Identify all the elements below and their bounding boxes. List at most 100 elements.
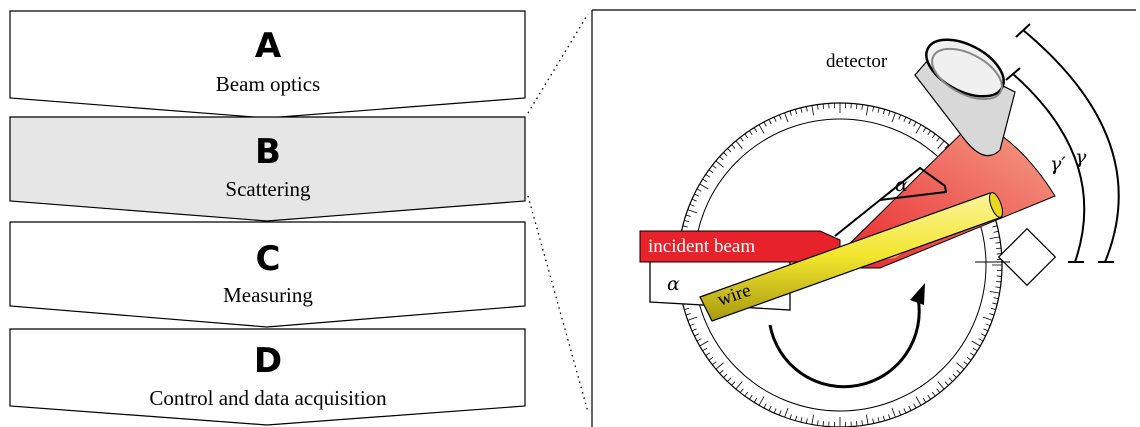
scale-tick	[811, 105, 814, 116]
rotation-arrow-head-icon	[910, 283, 925, 305]
scale-tick	[696, 188, 702, 192]
scale-tick	[963, 361, 968, 366]
scale-tick	[996, 247, 1002, 249]
scale-tick	[684, 307, 690, 311]
scale-tick	[856, 421, 858, 427]
scale-tick	[712, 164, 717, 169]
scale-tick	[753, 127, 758, 133]
scale-tick	[712, 361, 717, 366]
step-c: C Measuring	[9, 221, 526, 328]
scale-tick	[702, 347, 708, 352]
scale-tick	[778, 410, 782, 416]
scale-tick	[944, 144, 949, 149]
scale-tick	[936, 388, 941, 393]
scale-tick	[817, 420, 819, 426]
scale-tick	[685, 313, 691, 316]
scale-tick	[822, 421, 824, 427]
scale-tick	[989, 291, 1000, 294]
scale-tick	[877, 417, 880, 423]
scale-tick	[694, 193, 700, 197]
scale-tick	[995, 286, 1001, 288]
scale-tick	[898, 410, 902, 416]
scale-tick	[944, 381, 949, 386]
scale-tick	[891, 112, 896, 123]
step-c-box	[9, 221, 526, 328]
scale-tick	[689, 323, 695, 327]
scale-tick	[694, 333, 700, 337]
scale-tick	[691, 328, 697, 332]
scale-tick	[982, 316, 993, 321]
scale-tick	[773, 408, 777, 414]
step-d: D Control and data acquisition	[9, 328, 526, 426]
scale-tick	[996, 281, 1002, 283]
scale-tick	[800, 107, 803, 113]
scale-tick	[723, 152, 728, 157]
scale-tick	[727, 377, 732, 382]
scale-tick	[753, 397, 758, 403]
scale-tick	[936, 137, 941, 142]
scale-tick	[723, 373, 728, 378]
scale-tick	[861, 420, 863, 426]
step-c-letter: C	[256, 239, 281, 279]
scale-tick	[856, 103, 858, 109]
gamma-prime-arc-end-top	[1005, 67, 1021, 81]
scale-tick	[778, 114, 782, 120]
scale-tick	[908, 119, 912, 125]
scale-tick	[715, 362, 724, 370]
scale-tick	[744, 391, 749, 397]
gamma-arc-end-top	[1015, 23, 1031, 38]
scale-tick	[992, 302, 998, 305]
scale-tick	[735, 381, 743, 390]
scale-tick	[927, 130, 931, 136]
scale-tick	[866, 414, 869, 425]
scale-tick	[763, 121, 767, 127]
scale-tick	[966, 356, 972, 361]
beam-stop-square	[997, 227, 1057, 287]
step-a-label: Beam optics	[216, 72, 320, 96]
scale-tick	[898, 114, 902, 120]
alpha-cone-symbol: α	[895, 174, 908, 196]
detector-face-inner	[931, 47, 1003, 101]
scale-tick	[719, 156, 724, 161]
scale-tick	[727, 148, 732, 153]
step-a-box	[9, 10, 526, 119]
scale-tick	[978, 338, 984, 342]
scale-tick	[956, 369, 961, 374]
scale-tick	[888, 414, 891, 420]
scale-tick	[922, 397, 927, 403]
scale-tick	[699, 340, 709, 347]
scale-tick	[684, 219, 690, 223]
scale-tick	[739, 388, 744, 393]
scale-tick	[800, 417, 803, 423]
zoom-line-top	[527, 13, 589, 114]
detector-label: detector	[826, 51, 888, 72]
scale-tick	[872, 418, 875, 424]
scale-tick	[731, 381, 736, 386]
scale-tick	[689, 203, 695, 207]
scale-tick	[811, 414, 814, 425]
scale-tick	[715, 160, 724, 168]
scale-tick	[691, 198, 697, 202]
scale-tick	[888, 110, 891, 116]
scale-tick	[696, 338, 702, 342]
scale-tick	[882, 109, 886, 115]
step-a-letter: A	[255, 26, 282, 66]
scale-tick	[685, 214, 691, 217]
step-b-label: Scattering	[225, 177, 311, 201]
scale-tick	[993, 297, 999, 300]
scale-tick	[971, 340, 981, 347]
scale-tick	[952, 373, 957, 378]
scale-tick	[794, 109, 798, 115]
scale-tick	[768, 119, 772, 125]
scattering-diagram: α incident beam α wire detector	[591, 9, 1136, 427]
scale-tick	[822, 103, 824, 109]
scale-tick	[937, 140, 945, 149]
gamma-prime-arc	[1012, 73, 1086, 263]
scale-tick	[980, 333, 986, 337]
scale-tick	[744, 133, 749, 139]
scale-tick	[903, 116, 907, 122]
scale-tick	[687, 209, 698, 214]
scale-tick	[768, 405, 772, 411]
scale-tick	[915, 396, 922, 406]
step-a: A Beam optics	[9, 10, 526, 119]
